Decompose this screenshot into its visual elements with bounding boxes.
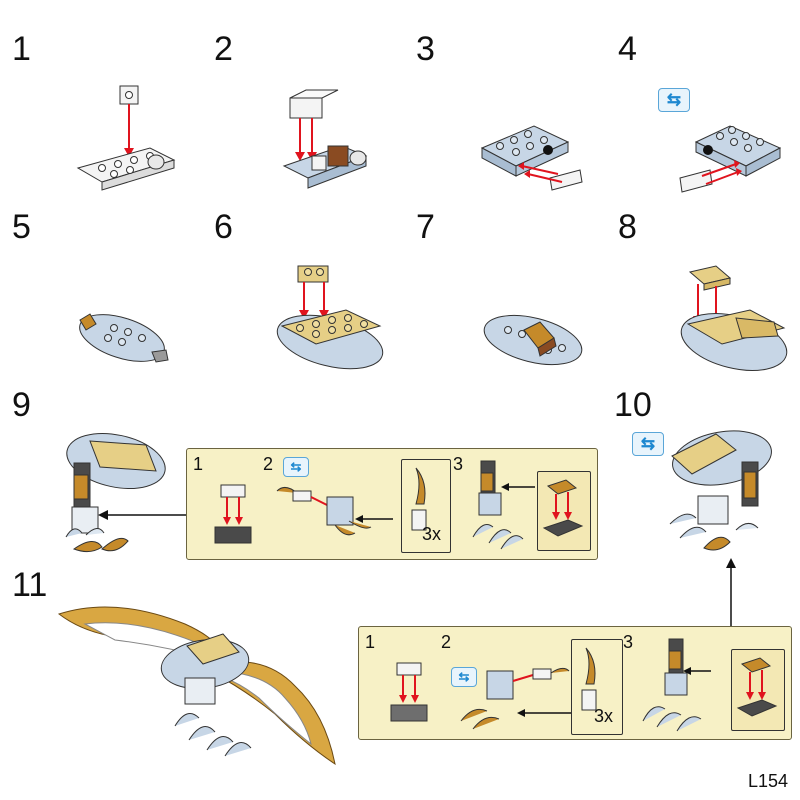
step-number-2: 2 xyxy=(214,30,233,68)
step-number-1: 1 xyxy=(12,30,31,68)
step-9-substep-2: 2 xyxy=(263,454,274,474)
step-9-rotate-icon: ⇆ xyxy=(283,457,309,477)
claw-piece-icon-2 xyxy=(581,647,597,711)
claw-piece-icon xyxy=(411,467,427,531)
step-4-rotate-icon: ⇆ xyxy=(658,88,690,112)
step-9-illustration xyxy=(65,433,166,553)
step-9-count: 3x xyxy=(422,524,442,544)
step-10-count-box: 3x xyxy=(571,639,623,735)
page-code: L154 xyxy=(747,771,788,791)
step-number-4: 4 xyxy=(618,30,637,68)
step-10-pointer-arrow xyxy=(726,558,736,626)
step-9-substep-box: 1 2 3 ⇆ 3x xyxy=(186,448,598,560)
step-6-illustration xyxy=(276,265,384,370)
step-10-substep-1: 1 xyxy=(365,632,376,652)
step-2-illustration xyxy=(282,89,368,189)
step-4-illustration xyxy=(679,125,782,193)
step-11-completed-eagle xyxy=(57,606,336,766)
step-10-substep-3: 3 xyxy=(623,632,634,652)
step-number-8: 8 xyxy=(618,208,637,246)
step-number-9: 9 xyxy=(12,386,31,424)
step-9-sub2-illustration xyxy=(276,487,393,536)
step-10-substep-box: 1 2 3 ⇆ 3x xyxy=(358,626,792,740)
step-10-count: 3x xyxy=(594,706,614,726)
step-number-6: 6 xyxy=(214,208,233,246)
step-8-illustration xyxy=(680,265,788,371)
step-9-sub3-illustration xyxy=(472,460,535,550)
step-10-rotate-icon-small: ⇆ xyxy=(451,667,477,687)
step-9-inset-box xyxy=(537,471,591,551)
step-number-3: 3 xyxy=(416,30,435,68)
step-10-sub1-illustration xyxy=(390,662,428,722)
step-10-inset-box xyxy=(731,649,785,731)
step-9-pointer-arrow xyxy=(98,510,186,520)
step-number-5: 5 xyxy=(12,208,31,246)
step-10-illustration xyxy=(669,430,772,551)
step-1-illustration xyxy=(76,85,176,191)
step-9-count-box: 3x xyxy=(401,459,451,553)
step-5-illustration xyxy=(79,313,169,363)
step-10-sub3-illustration xyxy=(642,638,711,732)
step-10-sub2-illustration xyxy=(460,667,577,730)
step-number-11: 11 xyxy=(12,566,48,604)
step-number-7: 7 xyxy=(416,208,435,246)
step-10-rotate-icon: ⇆ xyxy=(632,432,664,456)
step-3-illustration xyxy=(480,125,583,191)
step-number-10: 10 xyxy=(614,386,652,424)
step-10-substep-2: 2 xyxy=(441,632,452,652)
step-7-illustration xyxy=(483,314,583,366)
step-9-substep-3: 3 xyxy=(453,454,464,474)
step-9-inset-illustration xyxy=(542,479,584,537)
step-10-inset-illustration xyxy=(736,657,778,717)
step-9-substep-1: 1 xyxy=(193,454,204,474)
step-9-sub1-illustration xyxy=(214,484,252,544)
